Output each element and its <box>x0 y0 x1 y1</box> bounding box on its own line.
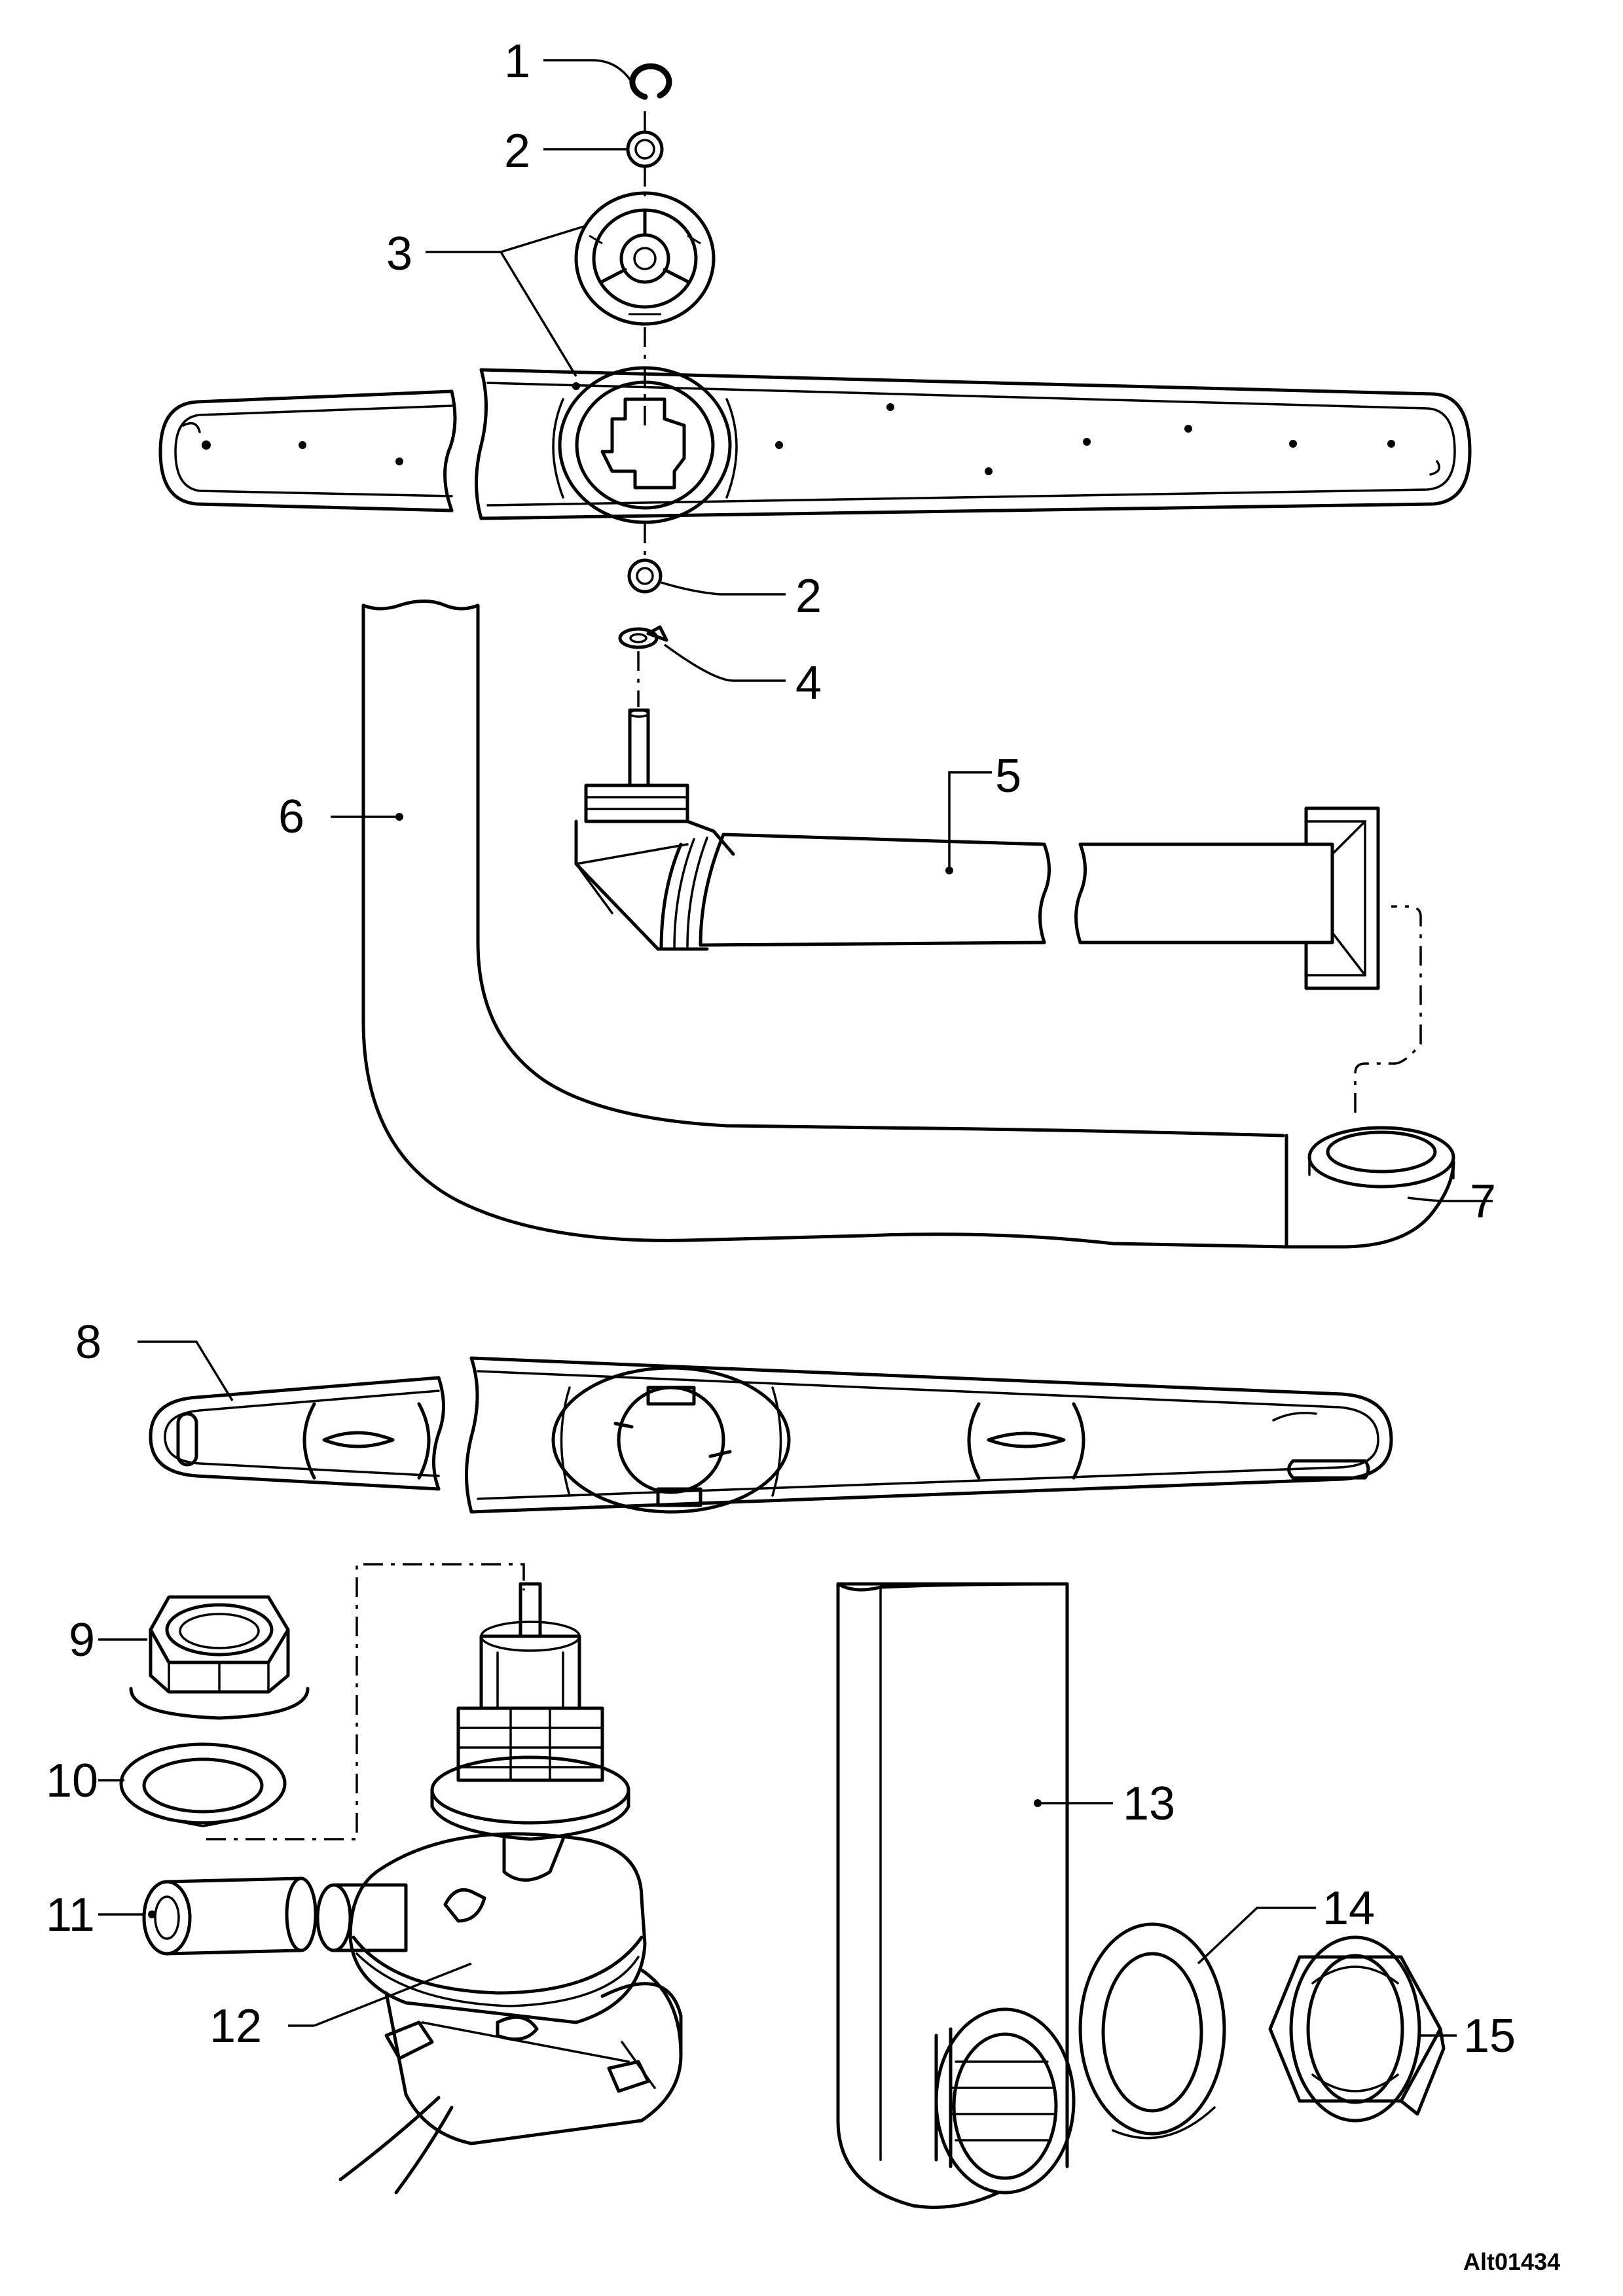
callout-11: 11 <box>46 1889 95 1941</box>
part-6-supply-tube <box>331 600 1288 1249</box>
callout-8: 8 <box>75 1316 101 1369</box>
upper-spray-arm <box>158 327 1472 524</box>
part-1-e-clip <box>543 59 672 100</box>
callout-13: 13 <box>1123 1778 1175 1830</box>
callout-6: 6 <box>278 791 304 843</box>
part-4-lock-washer <box>618 625 786 707</box>
callout-7: 7 <box>1470 1175 1496 1228</box>
callout-5: 5 <box>995 750 1021 802</box>
callout-14: 14 <box>1322 1882 1375 1935</box>
reference-code: Alt01434 <box>1463 2248 1560 2275</box>
part-2-washer-bottom <box>627 524 786 596</box>
part-8-lower-spray-arm <box>137 1340 1393 1514</box>
part-12-pump-assembly <box>206 1563 683 2195</box>
part-10-gasket <box>98 1742 287 1827</box>
callout-12: 12 <box>210 2000 262 2053</box>
callout-2-top: 2 <box>504 125 530 177</box>
callout-15: 15 <box>1463 2010 1516 2062</box>
callout-2-bottom: 2 <box>795 570 822 622</box>
part-14-gasket <box>1078 1907 1316 2140</box>
callout-10: 10 <box>46 1755 98 1807</box>
part-15-large-nut <box>1268 1935 1457 2123</box>
part-7-elbow <box>1285 905 1493 1249</box>
part-11-hose-stub <box>98 1876 318 1956</box>
part-9-hex-nut <box>98 1595 310 1720</box>
part-3-hub <box>426 167 716 377</box>
part-5-manifold-tube <box>574 708 1380 990</box>
part-2-washer-top <box>543 111 664 168</box>
callout-3: 3 <box>386 228 412 280</box>
part-13-drain-tube <box>836 1582 1113 2209</box>
callout-1: 1 <box>504 35 530 88</box>
callout-4: 4 <box>795 657 822 709</box>
callout-9: 9 <box>69 1614 95 1666</box>
